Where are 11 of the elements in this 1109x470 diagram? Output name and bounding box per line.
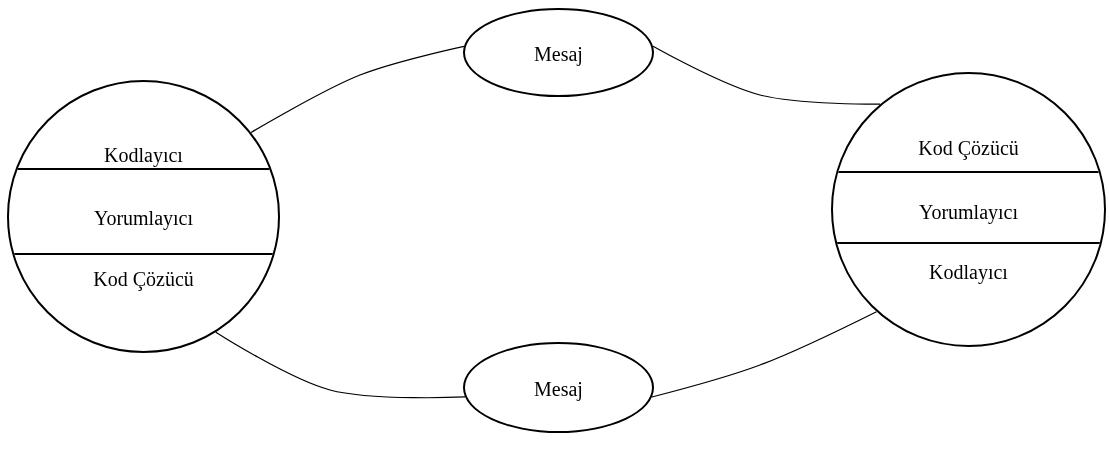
layer-label: Kodlayıcı bbox=[104, 143, 183, 167]
layer-label: Kodlayıcı bbox=[929, 260, 1008, 284]
layer-label: Yorumlayıcı bbox=[93, 206, 194, 230]
connector-line bbox=[215, 331, 466, 399]
connector-line bbox=[652, 45, 881, 105]
connector-line bbox=[250, 45, 465, 134]
layer-label: Kod Çözücü bbox=[918, 136, 1019, 160]
message-label: Mesaj bbox=[534, 377, 583, 401]
layer-label: Kod Çözücü bbox=[93, 267, 194, 291]
message-label: Mesaj bbox=[534, 42, 583, 66]
layer-label: Yorumlayıcı bbox=[918, 200, 1019, 224]
